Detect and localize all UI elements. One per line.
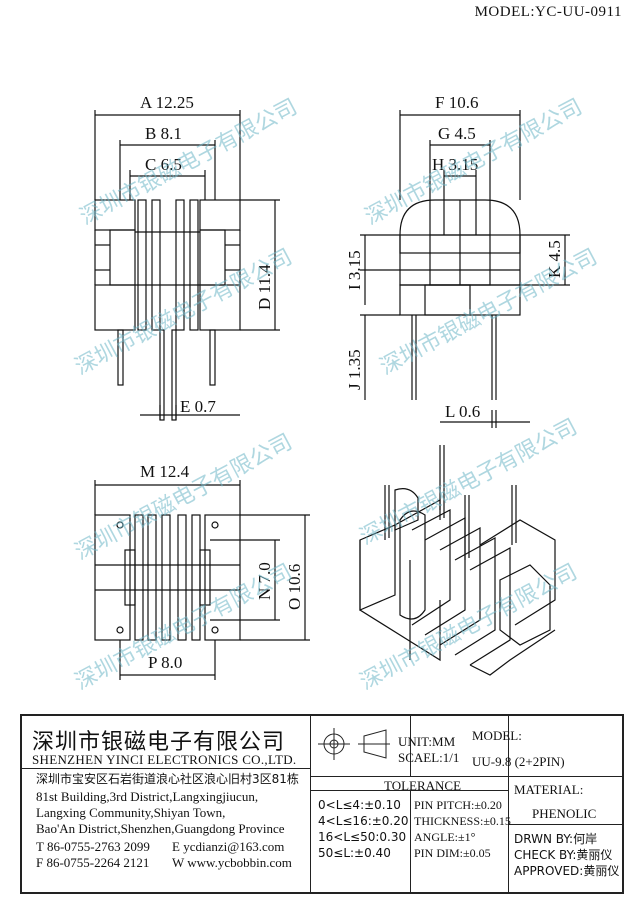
model-title: MODEL:	[472, 728, 522, 743]
model-number: MODEL:YC-UU-0911	[474, 4, 622, 20]
front-view	[94, 110, 280, 421]
technical-drawing: A 12.25 B 8.1 C 6.5 D 11.4 E 0.7 F 10.6 …	[71, 93, 601, 696]
tolerance-right-4: PIN DIM:±0.05	[414, 846, 491, 860]
company-name-cn: 深圳市银磁电子有限公司	[32, 730, 286, 755]
dim-e: E 0.7	[180, 397, 216, 416]
dim-m: M 12.4	[140, 462, 190, 481]
dim-f: F 10.6	[435, 93, 478, 112]
tolerance-left-4: 50≤L:±0.40	[318, 846, 391, 860]
dim-k: K 4.5	[545, 240, 564, 278]
bottom-view	[94, 480, 310, 680]
dim-p: P 8.0	[148, 653, 182, 672]
dim-i: I 3.15	[345, 250, 364, 290]
projection-symbol-icon	[318, 728, 390, 760]
unit-label: UNIT:MM	[398, 734, 456, 749]
dim-j: J 1.35	[345, 349, 364, 390]
dim-a: A 12.25	[140, 93, 194, 112]
dim-l: L 0.6	[445, 402, 480, 421]
address-line-4: Bao'An District,Shenzhen,Guangdong Provi…	[36, 821, 285, 836]
watermark-8: 深圳市银磁电子有限公司	[356, 560, 581, 696]
dim-o: O 10.6	[285, 564, 304, 610]
tolerance-right-3: ANGLE:±1°	[414, 830, 476, 844]
material-value: PHENOLIC	[532, 806, 597, 821]
model-value: UU-9.8 (2+2PIN)	[472, 754, 565, 769]
watermark-5: 深圳市银磁电子有限公司	[71, 430, 296, 566]
dim-b: B 8.1	[145, 124, 182, 143]
drawn-by: DRWN BY:何岸	[514, 832, 598, 846]
checked-by: CHECK BY:黄丽仪	[514, 848, 613, 862]
telephone: T 86-0755-2763 2099	[36, 839, 150, 854]
address-line-1: 深圳市宝安区石岩街道浪心社区浪心旧村3区81栋	[36, 772, 299, 786]
side-view	[360, 110, 570, 428]
dim-c: C 6.5	[145, 155, 182, 174]
tolerance-left-1: 0<L≤4:±0.10	[318, 798, 401, 812]
tolerance-left-2: 4<L≤16:±0.20	[318, 814, 409, 828]
fax: F 86-0755-2264 2121	[36, 855, 150, 870]
website: W www.ycbobbin.com	[172, 855, 292, 870]
email: E ycdianzi@163.com	[172, 839, 285, 854]
isometric-view	[359, 445, 556, 676]
company-name-en: SHENZHEN YINCI ELECTRONICS CO.,LTD.	[32, 752, 297, 767]
tolerance-title: TOLERANCE	[384, 778, 462, 793]
address-line-2: 81st Building,3rd District,Langxingjiucu…	[36, 789, 259, 804]
approved-by: APPROVED:黄丽仪	[514, 864, 620, 878]
dim-h: H 3.15	[432, 155, 478, 174]
tolerance-right-1: PIN PITCH:±0.20	[414, 798, 502, 812]
dim-d: D 11.4	[255, 264, 274, 310]
watermark-4: 深圳市银磁电子有限公司	[376, 245, 601, 381]
dim-n: N 7.0	[255, 562, 274, 600]
address-line-3: Langxing Community,Shiyan Town,	[36, 805, 226, 820]
dim-g: G 4.5	[438, 124, 476, 143]
material-title: MATERIAL:	[514, 782, 584, 797]
title-block: 深圳市银磁电子有限公司 SHENZHEN YINCI ELECTRONICS C…	[20, 714, 624, 894]
scale-label: SCAEL:1/1	[398, 750, 460, 765]
tolerance-right-2: THICKNESS:±0.15	[414, 814, 511, 828]
tolerance-left-3: 16<L≤50:0.30	[318, 830, 407, 844]
watermark-layer: 深圳市银磁电子有限公司 深圳市银磁电子有限公司 深圳市银磁电子有限公司 深圳市银…	[71, 95, 601, 696]
